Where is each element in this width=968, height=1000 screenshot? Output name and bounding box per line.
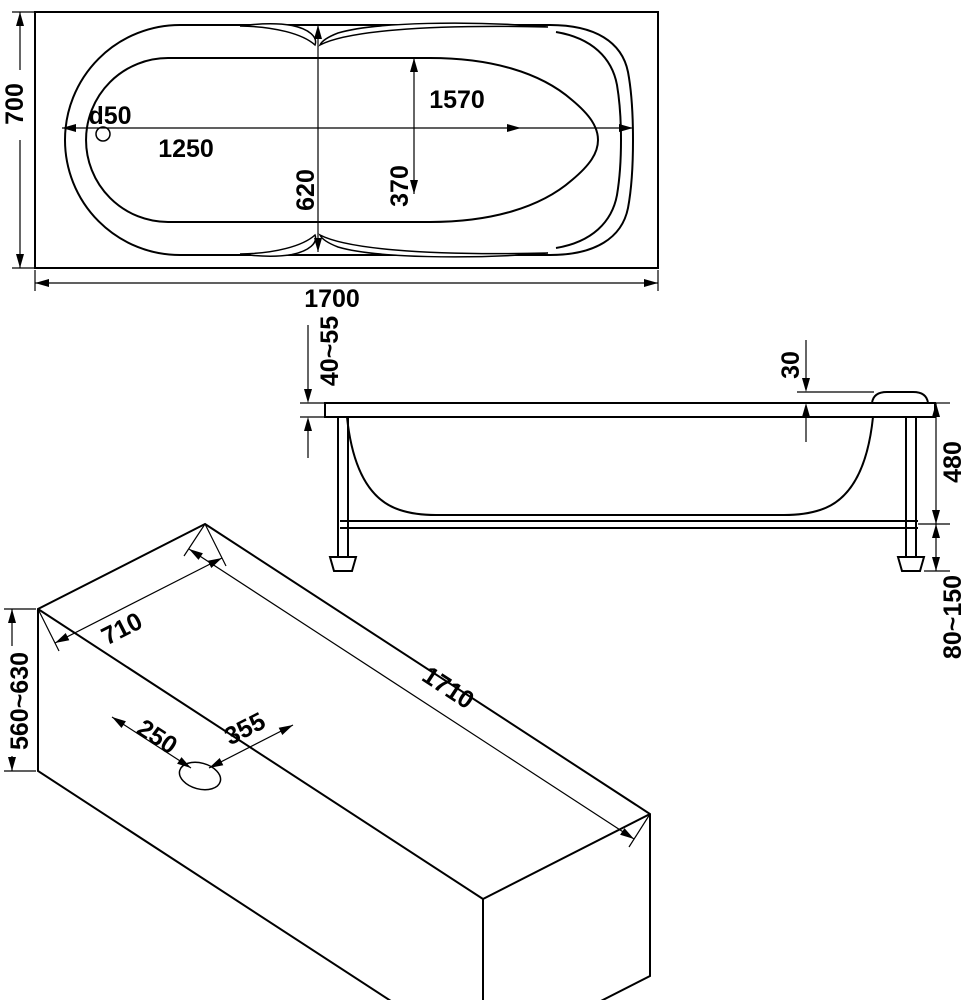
arrowhead bbox=[189, 549, 203, 560]
arrowhead bbox=[177, 757, 191, 768]
dim-label-1570: 1570 bbox=[429, 86, 485, 114]
tub-body-profile bbox=[346, 416, 874, 516]
box-edge bbox=[482, 813, 651, 900]
rim-profile bbox=[324, 402, 936, 418]
ext-line bbox=[183, 523, 206, 557]
arrowhead bbox=[8, 609, 16, 623]
isometric-view: 710 1710 560~630 250 355 bbox=[4, 522, 651, 1000]
arrowhead bbox=[932, 524, 940, 538]
arrowhead bbox=[304, 389, 312, 403]
grip-top-right bbox=[318, 22, 549, 47]
dim-label-480: 480 bbox=[939, 441, 967, 483]
drain-circle bbox=[95, 126, 111, 142]
arrowhead bbox=[802, 378, 810, 392]
dim-label-40-55: 40~55 bbox=[316, 316, 344, 386]
dim-label-620: 620 bbox=[292, 169, 320, 211]
arrowhead bbox=[207, 558, 222, 568]
dim-line-710 bbox=[54, 557, 223, 644]
arrowhead bbox=[932, 510, 940, 524]
arrowhead bbox=[619, 124, 633, 132]
arrowhead bbox=[932, 403, 940, 417]
grip-bottom-right bbox=[318, 233, 549, 258]
dim-label-d50: d50 bbox=[88, 102, 131, 130]
arrowhead bbox=[932, 557, 940, 571]
dim-label-700: 700 bbox=[1, 83, 29, 125]
tub-basin-outline bbox=[85, 57, 600, 223]
grip-bottom-left bbox=[239, 233, 317, 257]
side-view: 40~55 30 480 80~150 bbox=[300, 316, 967, 659]
arrowhead bbox=[304, 417, 312, 431]
dim-label-1700: 1700 bbox=[304, 285, 360, 313]
dim-label-30: 30 bbox=[777, 351, 805, 379]
arrowhead bbox=[209, 758, 224, 768]
arrowhead bbox=[644, 279, 658, 287]
arrowhead bbox=[278, 725, 293, 735]
dim-label-370: 370 bbox=[386, 165, 414, 207]
arrowhead bbox=[802, 403, 810, 417]
arrowhead bbox=[314, 25, 322, 39]
arrowhead bbox=[314, 238, 322, 252]
dim-label-560-630: 560~630 bbox=[6, 652, 34, 750]
arrowhead bbox=[8, 757, 16, 771]
ext-line bbox=[37, 608, 60, 652]
arrowhead bbox=[16, 12, 24, 26]
ext-line bbox=[204, 523, 227, 567]
dim-label-80-150: 80~150 bbox=[939, 575, 967, 659]
bounding-box-silhouette bbox=[37, 522, 651, 1000]
box-edge bbox=[37, 608, 484, 900]
dim-line-355 bbox=[208, 724, 294, 769]
arrowhead bbox=[62, 124, 76, 132]
dim-line-1710 bbox=[188, 548, 635, 840]
arrowhead bbox=[55, 633, 70, 643]
arrowhead bbox=[410, 58, 418, 72]
arrowhead bbox=[35, 279, 49, 287]
dim-label-1250: 1250 bbox=[158, 135, 214, 163]
drain-hole-ellipse bbox=[178, 761, 222, 791]
arrowhead bbox=[620, 828, 634, 839]
headrest-bump bbox=[871, 391, 929, 404]
grip-top-left bbox=[239, 23, 317, 47]
dim-line-250 bbox=[111, 716, 192, 769]
arrowhead bbox=[16, 254, 24, 268]
arrowhead bbox=[112, 717, 126, 728]
right-foot bbox=[896, 556, 926, 572]
backrest-arc bbox=[555, 31, 623, 249]
top-view: 700 1700 1250 1570 620 370 d50 bbox=[1, 11, 659, 313]
left-foot bbox=[328, 556, 358, 572]
ext-line bbox=[628, 813, 651, 848]
arrowhead bbox=[507, 124, 521, 132]
arrowhead bbox=[410, 180, 418, 194]
